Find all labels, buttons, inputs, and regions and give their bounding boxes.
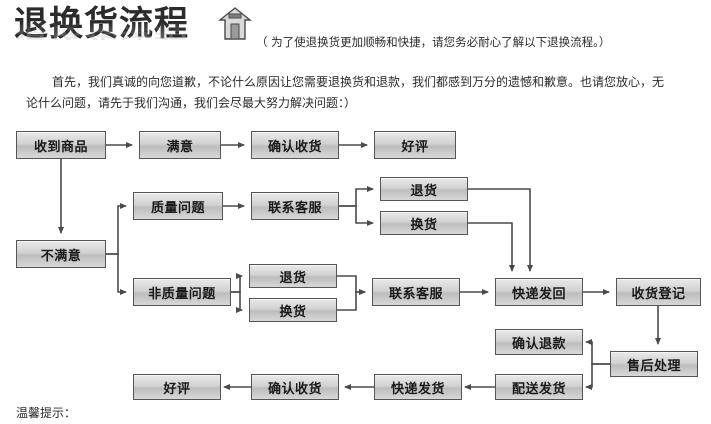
- node-receipt-register[interactable]: 收货登记: [616, 278, 701, 306]
- node-quality-issue[interactable]: 质量问题: [133, 192, 223, 220]
- node-confirm-receipt-1[interactable]: 确认收货: [251, 131, 339, 159]
- node-satisfied[interactable]: 满意: [139, 131, 221, 159]
- intro-line-1: 首先，我们真诚的向您道歉，不论什么原因让您需要退换货和退款，我们都感到万分的遗憾…: [52, 75, 665, 89]
- footer-tip: 温馨提示：: [16, 406, 77, 420]
- house-icon: [218, 7, 252, 40]
- node-collect-goods[interactable]: 收到商品: [16, 131, 106, 159]
- node-dispatch-shipment[interactable]: 配送发货: [495, 374, 583, 400]
- node-dissatisfied[interactable]: 不满意: [16, 240, 106, 268]
- page-title: 退换货流程: [14, 4, 189, 44]
- node-return-1[interactable]: 退货: [380, 177, 468, 201]
- node-confirm-refund[interactable]: 确认退款: [495, 329, 583, 355]
- node-return-2[interactable]: 退货: [249, 264, 337, 288]
- node-courier-ship[interactable]: 快递发货: [374, 374, 462, 400]
- node-contact-support-1[interactable]: 联系客服: [251, 192, 339, 220]
- intro-paragraph: 首先，我们真诚的向您道歉，不论什么原因让您需要退换货和退款，我们都感到万分的遗憾…: [26, 72, 686, 114]
- node-exchange-2[interactable]: 换货: [249, 298, 337, 322]
- title-note: （ 为了使退换货更加顺畅和快捷，请您务必耐心了解以下退换流程。）: [256, 35, 611, 49]
- intro-line-2: 论什么问题，请先于我们沟通，我们会尽最大努力解决问题：）: [26, 96, 357, 110]
- node-ship-back[interactable]: 快递发回: [495, 278, 583, 306]
- node-good-review-2[interactable]: 好评: [133, 374, 221, 400]
- node-confirm-receipt-2[interactable]: 确认收货: [251, 374, 339, 400]
- page-title-wrap: 退换货流程: [14, 6, 189, 42]
- node-exchange-1[interactable]: 换货: [380, 211, 468, 235]
- node-non-quality-issue[interactable]: 非质量问题: [133, 278, 231, 306]
- node-after-sales[interactable]: 售后处理: [610, 351, 698, 377]
- node-good-review-1[interactable]: 好评: [374, 131, 456, 159]
- node-contact-support-2[interactable]: 联系客服: [372, 278, 460, 306]
